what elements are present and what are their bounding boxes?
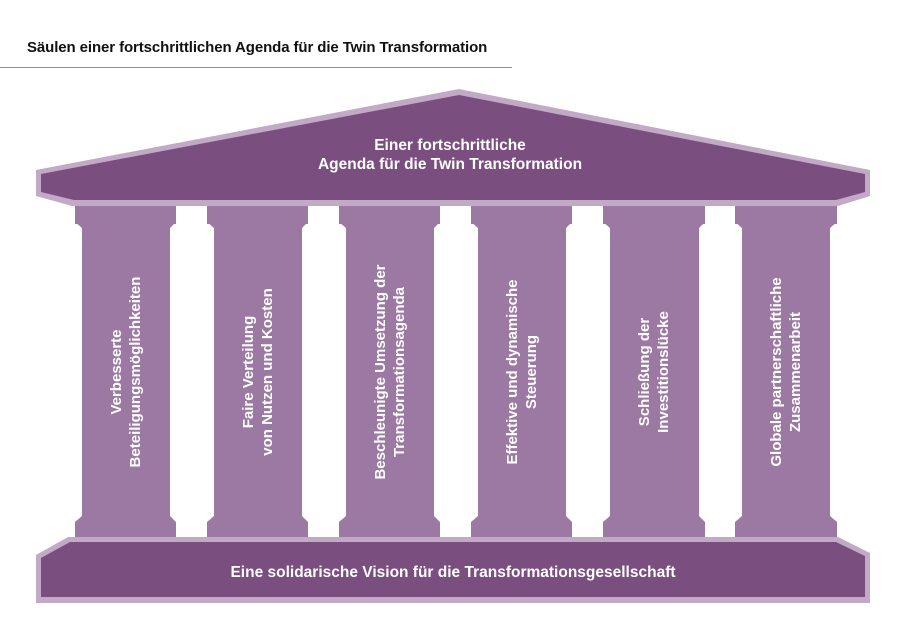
roof-label-line-2: Agenda für die Twin Transformation bbox=[317, 156, 583, 173]
pillar-label-6-line-1: Globale partnerschaftliche bbox=[768, 277, 785, 467]
pillar-label-5-line-2: Investitionslücke bbox=[655, 311, 672, 433]
pillar-label-6-line-2: Zusammenarbeit bbox=[787, 311, 804, 433]
pillar-label-5-line-1: Schließung der bbox=[636, 317, 653, 427]
pillar-label-1-line-2: Beteiligungsmöglichkeiten bbox=[127, 276, 144, 468]
pillar-label-3: Beschleunigte Umsetzung der Transformati… bbox=[368, 222, 412, 522]
pillar-label-5: Schließung der Investitionslücke bbox=[632, 222, 676, 522]
pillar-label-4-line-2: Steuerung bbox=[523, 334, 540, 410]
pillar-shape-6 bbox=[735, 204, 837, 540]
pillar-label-3-line-2: Transformationsagenda bbox=[391, 286, 408, 458]
pillar-shape-4 bbox=[471, 204, 572, 540]
base-label: Eine solidarische Vision für die Transfo… bbox=[230, 564, 676, 581]
pillar-shape-2 bbox=[207, 204, 308, 540]
pillar-shape-3 bbox=[339, 204, 440, 540]
pillar-label-4: Effektive und dynamische Steuerung bbox=[500, 222, 544, 522]
pillar-label-1-line-1: Verbesserte bbox=[108, 329, 125, 415]
pillar-shape-1 bbox=[75, 204, 176, 540]
pillar-label-2: Faire Verteilung von Nutzen und Kosten bbox=[236, 222, 280, 522]
roof-label: Einer fortschrittliche Agenda für die Tw… bbox=[200, 136, 700, 174]
pillar-label-6: Globale partnerschaftliche Zusammenarbei… bbox=[764, 222, 808, 522]
pillar-label-2-line-1: Faire Verteilung bbox=[240, 315, 257, 429]
pillars bbox=[75, 204, 837, 540]
roof-label-line-1: Einer fortschrittliche bbox=[374, 137, 526, 154]
pillar-label-3-line-1: Beschleunigte Umsetzung der bbox=[372, 264, 389, 480]
title-divider bbox=[0, 67, 512, 68]
pillar-label-4-line-1: Effektive und dynamische bbox=[504, 279, 521, 465]
base-shape bbox=[36, 537, 870, 603]
roof-shape bbox=[36, 89, 870, 206]
pillar-shape-5 bbox=[603, 204, 705, 540]
pillar-label-2-line-2: von Nutzen und Kosten bbox=[259, 288, 276, 456]
pillar-label-1: Verbesserte Beteiligungsmöglichkeiten bbox=[104, 222, 148, 522]
diagram-title: Säulen einer fortschrittlichen Agenda fü… bbox=[27, 39, 488, 56]
